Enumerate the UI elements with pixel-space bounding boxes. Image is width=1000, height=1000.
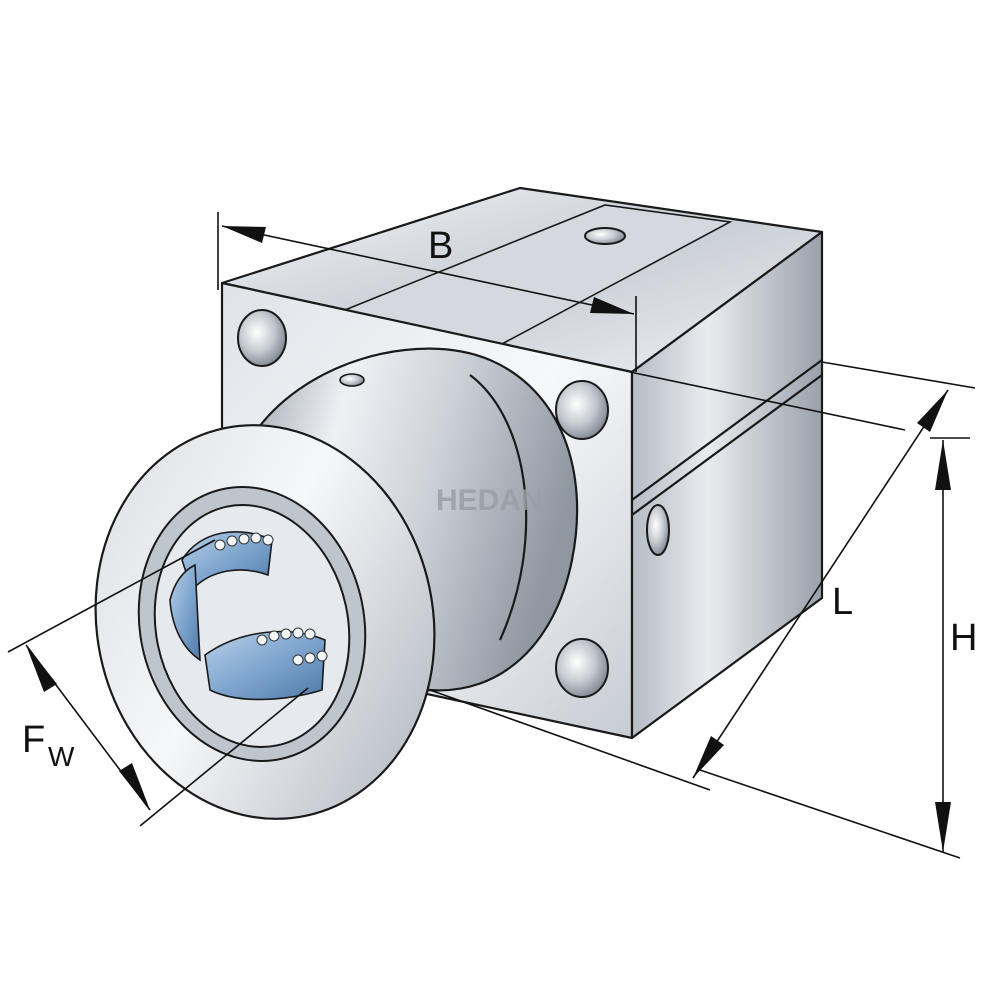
housing-side-groove — [631, 359, 823, 516]
ball-track-lower — [204, 630, 326, 701]
sleeve-lube-hole — [339, 373, 365, 387]
housing-side-face — [630, 230, 824, 740]
dimension-lines — [7, 212, 976, 859]
flange-ring — [94, 424, 436, 820]
ball-track-left — [169, 563, 201, 662]
bearing-balls — [214, 532, 328, 666]
dimension-label-b: B — [428, 225, 453, 267]
dimension-label-fw: F — [22, 719, 45, 761]
top-lube-hole — [584, 227, 626, 245]
dimension-label-fw-subscript: W — [48, 741, 75, 772]
side-lube-port — [646, 504, 670, 556]
mounting-hole-top-right — [555, 380, 609, 440]
dimension-label-h: H — [950, 617, 977, 659]
watermark-text: HEDAN — [436, 484, 543, 517]
mounting-hole-top-left — [237, 309, 287, 367]
mounting-hole-bottom-right — [555, 638, 609, 698]
dimension-label-l: L — [832, 581, 853, 623]
